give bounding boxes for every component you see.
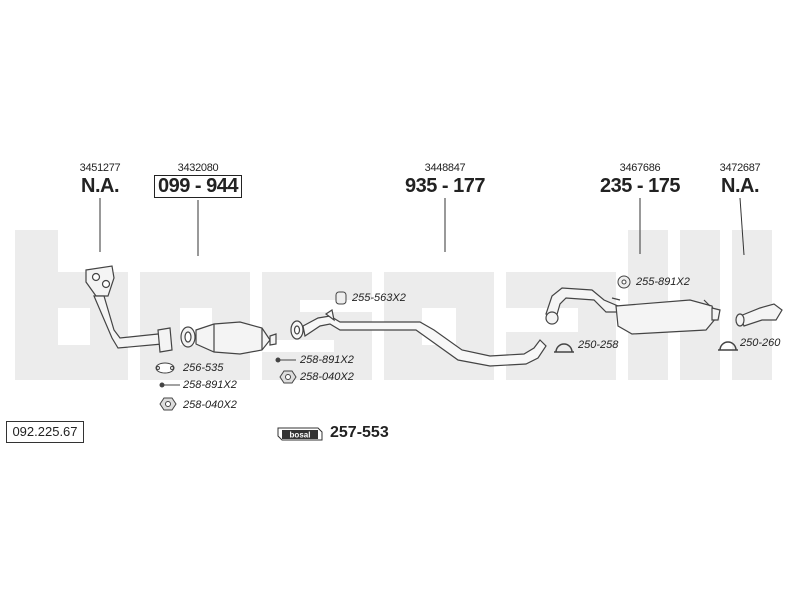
nut-front-label: 258-040X2	[183, 399, 237, 411]
part-number-3: 935 - 177	[404, 175, 486, 197]
part-number-5: N.A.	[721, 175, 760, 197]
nut-icon	[279, 370, 297, 384]
leader-line-5	[739, 197, 745, 256]
clamp-rear-label: 250-260	[740, 337, 781, 349]
rubber-mid-label: 255-563X2	[352, 292, 406, 304]
clamp-icon	[554, 343, 574, 353]
rubber-mount-icon	[335, 291, 347, 305]
catalog-number: 092.225.67	[6, 421, 84, 443]
part-number-1: N.A.	[81, 175, 120, 197]
ref-number-2: 3432080	[177, 162, 219, 174]
clamp-icon	[718, 341, 738, 351]
nut-mid-label: 258-040X2	[300, 371, 354, 383]
fitting-kit-box: bosal	[277, 427, 323, 441]
rubber-mount-icon	[617, 275, 631, 289]
rear-muffler	[545, 287, 721, 335]
ref-number-3: 3448847	[424, 162, 466, 174]
part-number-2: 099 - 944	[153, 175, 243, 198]
gasket-icon	[155, 362, 175, 374]
tailpipe	[735, 303, 783, 327]
middle-pipe	[290, 309, 547, 367]
rubber-rear-label: 255-891X2	[636, 276, 690, 288]
fitting-kit-number: 257-553	[330, 424, 389, 441]
ref-number-5: 3472687	[719, 162, 761, 174]
part-number-4: 235 - 175	[599, 175, 681, 197]
bolt-mid-label: 258-891X2	[300, 354, 354, 366]
bolt-icon	[159, 382, 180, 388]
ref-number-1: 3451277	[79, 162, 121, 174]
front-pipe	[85, 265, 173, 353]
catalytic-converter	[180, 321, 277, 355]
bolt-front-label: 258-891X2	[183, 379, 237, 391]
ref-number-4: 3467686	[619, 162, 661, 174]
gasket-front-label: 256-535	[183, 362, 224, 374]
nut-icon	[159, 397, 177, 411]
bolt-icon	[275, 357, 296, 363]
clamp-mid-label: 250-258	[578, 339, 619, 351]
kit-logo: bosal	[290, 431, 311, 440]
